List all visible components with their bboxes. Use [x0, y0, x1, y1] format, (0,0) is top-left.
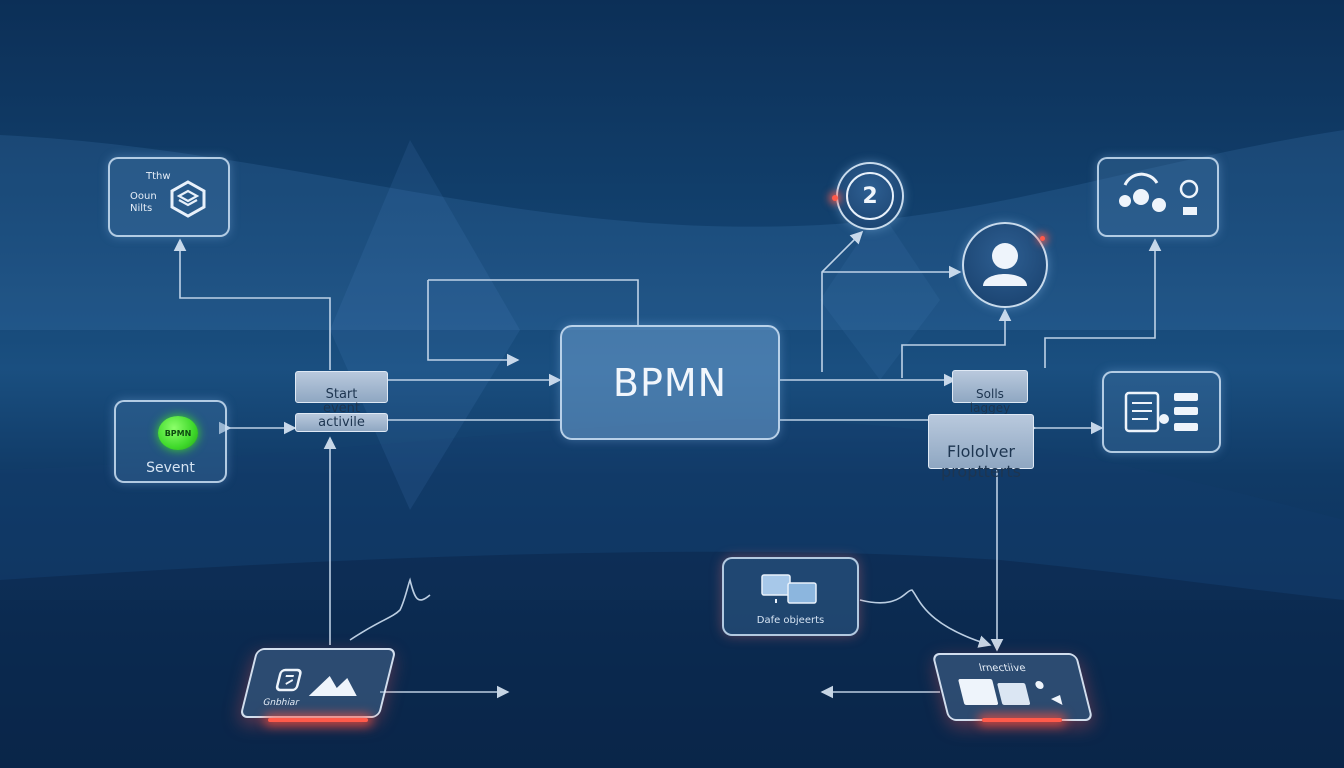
number-inner-ring: 2	[846, 172, 894, 220]
top-left-line2: Ooun	[130, 191, 157, 202]
red-glow-dot	[832, 195, 838, 201]
flololver-chip[interactable]: Flololver proptterts	[928, 414, 1034, 481]
edge-startchip-to-topleft	[173, 238, 331, 370]
bottom-right-glow	[982, 718, 1062, 722]
green-badge-text: BPMN	[164, 428, 192, 438]
start-event-label: Start event	[322, 387, 361, 416]
team-icon	[1119, 172, 1199, 215]
start-node-label: Sevent	[146, 460, 195, 476]
edge-solls-to-user	[901, 308, 1012, 378]
edge-scribble-left	[349, 577, 431, 641]
number-circle-text: 2	[862, 183, 878, 209]
start-event-chip[interactable]: Start event	[295, 371, 388, 416]
activity-label: activile	[318, 415, 365, 430]
edge-loop	[427, 279, 639, 360]
top-left-line3: Nilts	[130, 203, 153, 214]
right-document-node[interactable]	[1102, 371, 1221, 453]
top-right-node[interactable]	[1097, 157, 1219, 237]
solls-chip[interactable]: Solls laggey	[952, 370, 1028, 415]
user-circle[interactable]	[962, 222, 1048, 308]
bottom-left-glow	[268, 718, 368, 722]
mountain-logo-icon	[275, 668, 357, 696]
monitors-icon	[761, 574, 817, 604]
bottom-right-node[interactable]: lrnectiive	[931, 653, 1094, 721]
edge-dataobjects-to-bottomright	[859, 589, 992, 648]
bpmn-center-label: BPMN	[612, 360, 728, 405]
activity-chip[interactable]: activile	[295, 413, 388, 432]
data-objects-node[interactable]: Dafe objeerts	[722, 557, 859, 636]
edge-to-topright	[1044, 238, 1162, 368]
data-objects-label: Dafe objeerts	[756, 615, 825, 626]
start-event-node[interactable]: BPMN Sevent	[114, 400, 227, 483]
top-left-node[interactable]: Tthw Ooun Nilts	[108, 157, 230, 237]
bpmn-center-node[interactable]: BPMN	[560, 325, 780, 440]
document-list-icon	[1124, 391, 1198, 433]
red-glow-dot	[1040, 236, 1045, 241]
green-start-circle: BPMN	[158, 416, 198, 450]
number-circle[interactable]: 2	[836, 162, 904, 230]
folder-toggle-icon	[958, 679, 1063, 705]
user-icon	[983, 243, 1027, 286]
bottom-left-label: Gnbhiar	[261, 698, 301, 708]
flololver-label: Flololver proptterts	[941, 442, 1021, 481]
top-left-line1: Tthw	[146, 171, 171, 182]
bottom-left-node[interactable]: Gnbhiar	[239, 648, 397, 718]
edge-to-circle2	[821, 230, 864, 372]
solls-label: Solls laggey	[969, 387, 1011, 415]
hexagon-icon	[170, 180, 206, 218]
